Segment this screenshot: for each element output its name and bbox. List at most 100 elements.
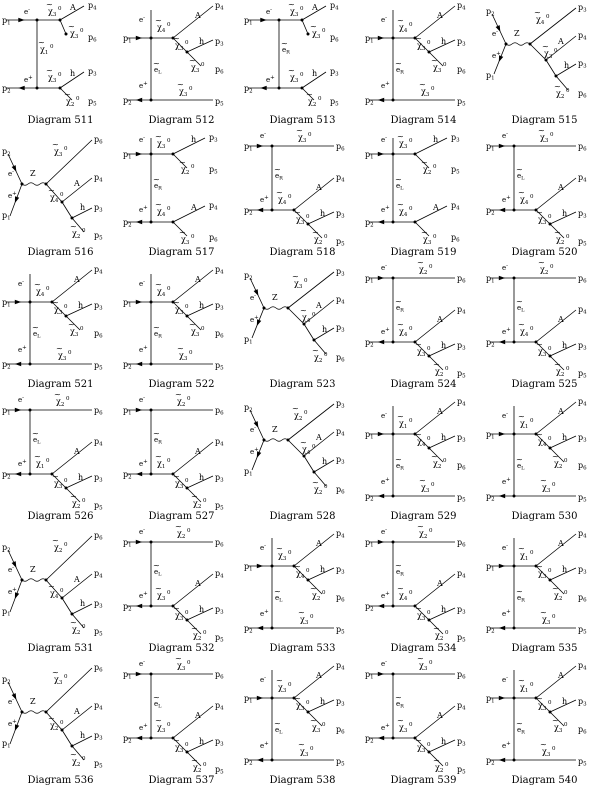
higgs-A-label: A [436, 711, 443, 720]
higgs-h-label: h [441, 341, 446, 350]
svg-text:χ3: χ3 [544, 49, 553, 60]
diagram-caption: Diagram 534 [390, 643, 457, 654]
neutralino-label: χ30~ [288, 0, 304, 18]
svg-text:0: 0 [548, 346, 552, 352]
svg-text:~: ~ [298, 740, 305, 749]
svg-text:χ1: χ1 [520, 551, 528, 562]
momentum-label-p3: p3 [215, 605, 224, 616]
propagator-line [545, 59, 557, 77]
propagator-line [555, 75, 569, 91]
svg-text:χ2: χ2 [312, 591, 320, 602]
arrow-head [135, 361, 143, 367]
diagram-caption: Diagram 525 [511, 379, 578, 390]
z-boson-line [21, 182, 47, 186]
momentum-label-p1: p1 [486, 694, 495, 705]
svg-text:χ3: χ3 [278, 551, 287, 562]
svg-text:~: ~ [417, 258, 424, 267]
svg-text:0: 0 [530, 194, 534, 200]
electron-label: e+ [266, 75, 275, 84]
propagator-line [549, 699, 577, 713]
momentum-label-p2: p2 [486, 624, 495, 635]
svg-text:~: ~ [516, 587, 523, 596]
svg-text:χ3: χ3 [290, 7, 299, 18]
momentum-label-p2: p2 [2, 147, 11, 158]
svg-text:0: 0 [80, 28, 84, 34]
propagator-line [535, 433, 551, 449]
svg-text:~: ~ [153, 693, 160, 702]
svg-text:0: 0 [546, 14, 550, 20]
momentum-label-p3: p3 [451, 133, 460, 144]
propagator-line [186, 39, 214, 53]
svg-text:χ2: χ2 [554, 459, 562, 470]
momentum-label-p5: p5 [94, 759, 103, 770]
selectron-label: eR~ [153, 429, 162, 446]
momentum-label-p6: p6 [94, 135, 103, 146]
propagator-line [529, 7, 577, 45]
z-boson-line [21, 578, 47, 582]
neutralino-label: χ30~ [68, 22, 84, 40]
propagator-line [428, 355, 444, 371]
electron-label: e- [502, 263, 508, 272]
momentum-label-p5: p5 [457, 369, 466, 380]
svg-text:χ3: χ3 [157, 591, 166, 602]
propagator-line [293, 209, 309, 225]
arrow-head [498, 563, 506, 569]
svg-text:~: ~ [34, 452, 41, 461]
momentum-label-p4: p4 [215, 569, 224, 580]
svg-text:eL: eL [275, 594, 283, 604]
arrow-head [377, 151, 385, 157]
propagator-line [549, 211, 577, 225]
svg-text:~: ~ [294, 694, 301, 703]
selectron-label: eL~ [153, 561, 162, 578]
diagram-caption: Diagram 512 [148, 115, 215, 126]
momentum-label-p5: p5 [94, 361, 103, 372]
svg-text:eR: eR [396, 462, 404, 472]
momentum-label-p5: p5 [336, 625, 345, 636]
electron-label: e+ [502, 195, 511, 204]
svg-text:~: ~ [32, 429, 39, 438]
propagator-line [307, 211, 335, 225]
electron-label: e+ [381, 327, 390, 336]
neutralino-label: χ40~ [397, 584, 413, 602]
svg-text:χ4: χ4 [296, 569, 305, 580]
momentum-label-p6: p6 [336, 725, 345, 736]
neutralino-label: χ20~ [191, 624, 207, 642]
svg-text:χ4: χ4 [302, 313, 311, 324]
svg-text:0: 0 [167, 286, 171, 292]
neutralino-label: χ30~ [276, 676, 292, 694]
svg-text:0: 0 [191, 234, 195, 240]
propagator-line [61, 705, 93, 731]
momentum-label-p5: p5 [94, 627, 103, 638]
svg-text:0: 0 [60, 192, 64, 198]
neutralino-label: χ40~ [155, 16, 171, 34]
svg-text:~: ~ [536, 340, 543, 349]
diagram-caption: Diagram 531 [27, 643, 94, 654]
momentum-label-p4: p4 [215, 437, 224, 448]
svg-text:0: 0 [185, 304, 189, 310]
neutralino-label: χ40~ [300, 438, 316, 456]
svg-text:χ3: χ3 [48, 73, 57, 84]
higgs-h-label: h [78, 473, 83, 482]
electron-label: e+ [139, 459, 148, 468]
momentum-label-p4: p4 [336, 661, 345, 672]
svg-text:χ2: χ2 [193, 499, 201, 510]
neutralino-label: χ30~ [189, 56, 205, 74]
diagram-caption: Diagram 527 [148, 511, 215, 522]
svg-text:0: 0 [288, 194, 292, 200]
neutralino-label: χ30~ [415, 340, 431, 358]
momentum-label-p4: p4 [94, 701, 103, 712]
diagram-caption: Diagram 511 [27, 115, 94, 126]
svg-text:~: ~ [46, 66, 53, 75]
momentum-label-p5: p5 [94, 501, 103, 512]
svg-text:eL: eL [154, 66, 162, 76]
svg-text:~: ~ [542, 42, 549, 51]
diagram-caption: Diagram 528 [269, 511, 336, 522]
neutralino-label: χ20~ [312, 478, 328, 496]
svg-text:eL: eL [517, 172, 525, 182]
neutralino-label: χ30~ [288, 66, 304, 84]
arrow-head [11, 561, 17, 568]
